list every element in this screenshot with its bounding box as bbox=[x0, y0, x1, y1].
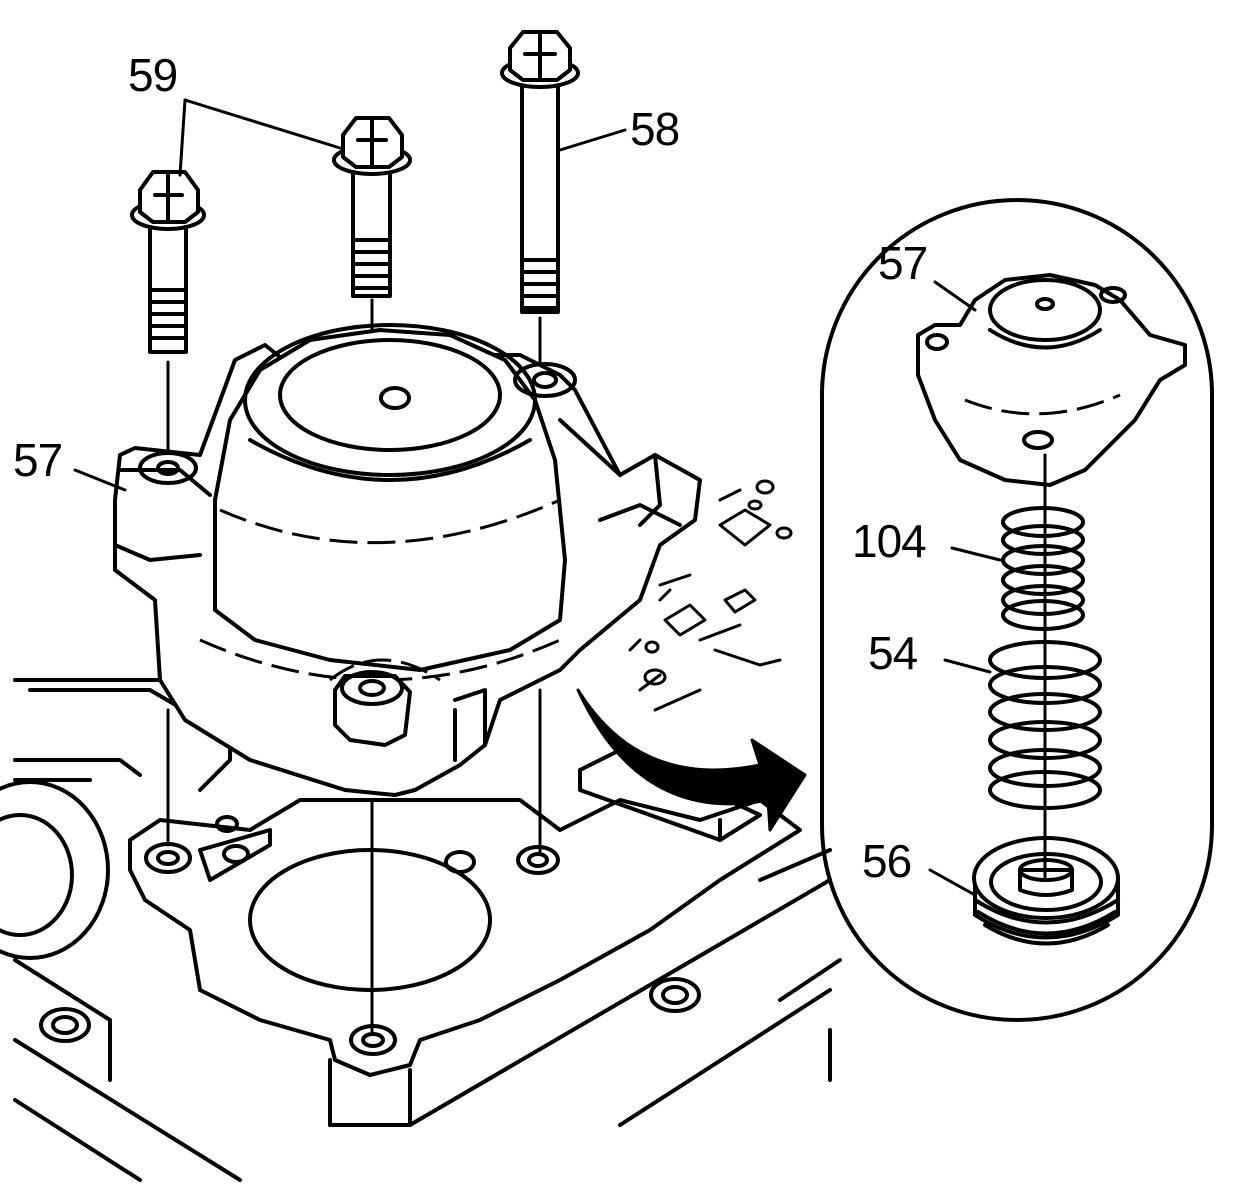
piston-drawing bbox=[972, 836, 1120, 946]
detail-arrow bbox=[576, 688, 807, 832]
bolt-left-drawing bbox=[130, 170, 206, 354]
spring-small-drawing bbox=[1001, 506, 1085, 631]
detail-inset bbox=[820, 198, 1214, 1022]
callout-cover-57: 57 bbox=[13, 434, 63, 486]
bolt-long-drawing bbox=[500, 30, 580, 314]
callout-spring-54: 54 bbox=[868, 627, 918, 679]
callout-inset-cover-57: 57 bbox=[878, 237, 928, 289]
callout-bolts-59: 59 bbox=[128, 49, 178, 101]
callout-spring-104: 104 bbox=[852, 515, 927, 567]
callout-bolt-58: 58 bbox=[630, 103, 680, 155]
cover-main-drawing bbox=[113, 323, 702, 797]
valve-body-housing bbox=[0, 479, 842, 1182]
leader-lines-main bbox=[73, 98, 627, 492]
callout-piston-56: 56 bbox=[862, 835, 912, 887]
bolt-middle-drawing bbox=[332, 116, 412, 298]
